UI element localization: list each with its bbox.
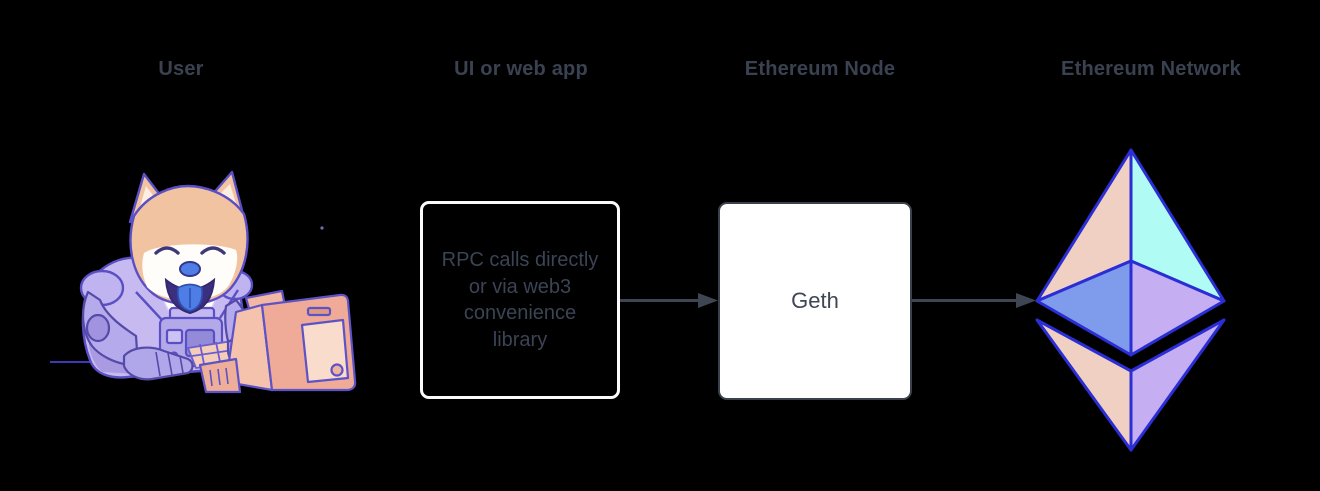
rpc-text-line: library bbox=[492, 328, 548, 351]
column-label-ethereum-network: Ethereum Network bbox=[1061, 58, 1241, 80]
node-ui-web-app: RPC calls directly or via web3 convenien… bbox=[420, 201, 620, 399]
arrow-ui-to-node bbox=[620, 293, 718, 308]
column-label-ethereum-node: Ethereum Node bbox=[744, 58, 896, 80]
eth-face-mid-right bbox=[1129, 259, 1226, 357]
star-dot bbox=[320, 226, 324, 230]
eth-face-bottom-right bbox=[1129, 318, 1226, 452]
computer-vent bbox=[306, 306, 332, 317]
arrowhead-icon bbox=[698, 293, 718, 308]
arrow-node-to-network bbox=[912, 293, 1036, 308]
node-ethereum-node: Geth bbox=[718, 202, 912, 400]
column-label-ui-web-app: UI or web app bbox=[454, 58, 588, 80]
rpc-text-line: convenience bbox=[463, 302, 577, 324]
geth-label: Geth bbox=[791, 288, 839, 313]
rpc-text-line: or via web3 bbox=[468, 275, 572, 298]
closed-eye-right bbox=[200, 246, 226, 255]
rpc-text-line: RPC calls directly bbox=[441, 249, 599, 271]
doge-nose bbox=[179, 261, 201, 277]
ethereum-logo-icon bbox=[1035, 148, 1226, 452]
closed-eye-left bbox=[154, 246, 180, 255]
computer-port bbox=[330, 363, 344, 377]
computer-base bbox=[198, 357, 242, 394]
doge-astronaut-illustration bbox=[50, 170, 357, 394]
retro-computer bbox=[198, 289, 357, 394]
doge-head bbox=[129, 184, 249, 315]
column-label-user: User bbox=[158, 58, 204, 80]
